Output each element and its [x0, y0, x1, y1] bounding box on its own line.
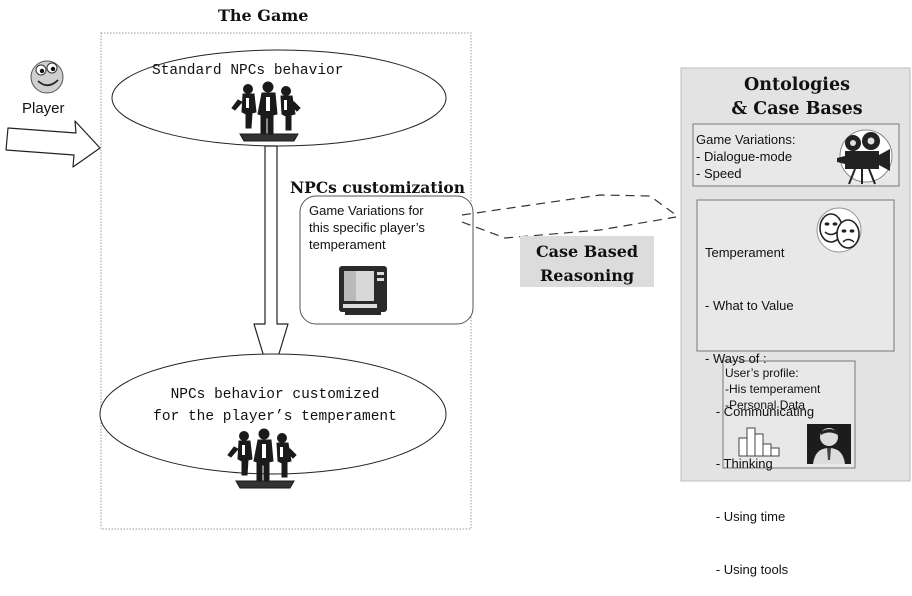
temperament-line: - What to Value	[705, 297, 794, 313]
standard-npcs-ellipse	[111, 49, 447, 147]
tv-icon	[339, 266, 387, 315]
temperament-line: - Ways of :	[705, 350, 767, 366]
cbr-line: Case Based	[535, 242, 639, 261]
player-face-icon	[30, 60, 64, 94]
bar-chart-icon	[738, 427, 780, 457]
customized-npcs-ellipse	[99, 353, 447, 475]
game-variations-line: - Dialogue-mode	[696, 149, 793, 164]
ontologies-title: Ontologies & Case Bases	[684, 73, 910, 121]
theater-masks-icon	[816, 207, 862, 253]
temperament-line: - Using tools	[705, 561, 789, 577]
movie-camera-icon	[837, 129, 893, 185]
variations-line: this specific player’s	[309, 220, 425, 235]
person-portrait-icon	[807, 424, 851, 464]
player-label: Player	[22, 100, 65, 117]
user-profile-line: User’s profile:	[725, 366, 799, 380]
game-title: The Game	[218, 6, 309, 25]
standard-npcs-label: Standard NPCs behavior	[152, 63, 344, 79]
game-variations-text: Game Variations: - Dialogue-mode - Speed	[696, 131, 795, 182]
npc-group-icon	[231, 81, 301, 142]
temperament-line: - Communicating	[705, 403, 815, 419]
game-variations-line: Game Variations:	[696, 132, 796, 147]
user-profile-text: User’s profile: -His temperament -Person…	[725, 365, 820, 413]
variations-text: Game Variations for this specific player…	[309, 202, 479, 253]
player-entry-arrow	[5, 120, 101, 168]
customized-line: for the player’s temperament	[153, 409, 397, 425]
temperament-line: Temperament	[705, 245, 785, 261]
cbr-label-bg	[520, 236, 654, 287]
cbr-link-upper	[461, 194, 677, 216]
temperament-line: - Thinking	[705, 456, 773, 472]
customization-flow-arrow	[253, 145, 289, 381]
cbr-label: Case Based Reasoning	[523, 240, 651, 288]
npcs-customization-title: NPCs customization	[290, 178, 466, 197]
variations-line: Game Variations for	[309, 203, 424, 218]
variations-line: temperament	[309, 237, 386, 252]
ontologies-title-line: & Case Bases	[731, 99, 863, 119]
cbr-line: Reasoning	[539, 266, 635, 285]
temperament-line: - Using time	[705, 509, 786, 525]
customized-line: NPCs behavior customized	[170, 387, 380, 403]
npc-group-icon	[227, 428, 297, 489]
ontologies-title-line: Ontologies	[744, 75, 850, 95]
game-variations-line: - Speed	[696, 166, 742, 181]
temperament-box	[696, 199, 895, 352]
customized-npcs-label: NPCs behavior customized for the player’…	[104, 384, 446, 428]
user-profile-line: -Personal Data	[725, 398, 806, 412]
cbr-link-lower	[461, 216, 677, 239]
diagram-canvas	[5, 32, 911, 530]
user-profile-line: -His temperament	[725, 382, 821, 396]
